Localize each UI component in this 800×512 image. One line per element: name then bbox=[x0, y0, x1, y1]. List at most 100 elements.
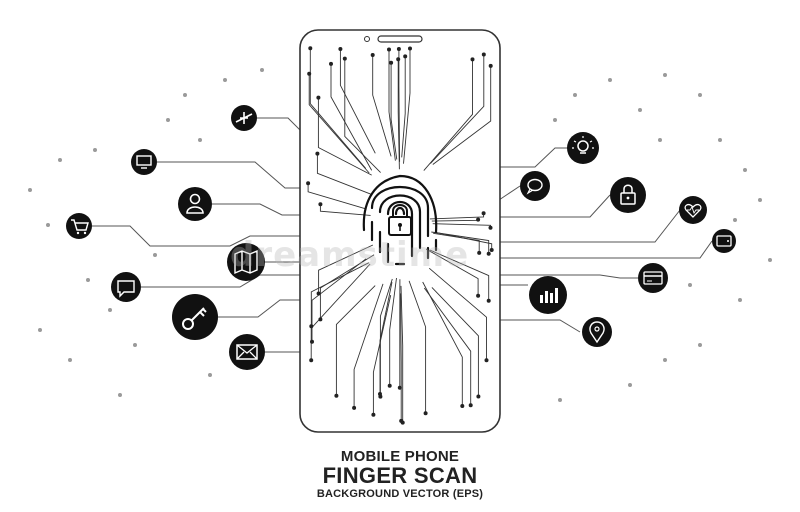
circuit-trace bbox=[344, 58, 381, 173]
circuit-node bbox=[316, 95, 321, 100]
circuit-node bbox=[318, 317, 323, 322]
circuit-node bbox=[309, 324, 314, 329]
circuit-node bbox=[307, 71, 312, 76]
circuit-node bbox=[488, 63, 493, 68]
circuit-node bbox=[400, 420, 405, 425]
circuit-node bbox=[476, 394, 481, 399]
circuit-trace bbox=[388, 49, 396, 161]
circuit-trace bbox=[423, 59, 473, 171]
chat-icon bbox=[111, 272, 141, 302]
circuit-trace bbox=[429, 249, 490, 301]
circuit-node bbox=[329, 61, 333, 66]
circuit-node bbox=[309, 358, 314, 363]
watermark: dreamstime bbox=[230, 235, 470, 275]
circuit-trace bbox=[400, 293, 402, 421]
circuit-trace bbox=[317, 97, 372, 176]
circuit-nodes bbox=[306, 46, 494, 425]
circuit-node bbox=[387, 383, 392, 388]
key-icon bbox=[172, 294, 218, 340]
credit-card-icon bbox=[638, 263, 668, 293]
circuit-node bbox=[371, 412, 376, 417]
circuit-trace bbox=[372, 55, 392, 157]
fingerprint-icon bbox=[362, 174, 438, 266]
circuit-trace bbox=[379, 282, 393, 394]
circuit-trace bbox=[403, 48, 411, 164]
wallet-icon bbox=[712, 229, 736, 253]
circuit-trace bbox=[307, 183, 366, 210]
circuit-trace bbox=[398, 49, 401, 162]
circuit-trace bbox=[335, 285, 376, 396]
circuit-trace bbox=[425, 248, 479, 296]
location-pin-icon bbox=[582, 317, 612, 347]
circuit-node bbox=[403, 54, 408, 59]
circuit-trace bbox=[318, 244, 374, 294]
circuit-node bbox=[484, 358, 489, 363]
circuit-trace bbox=[353, 283, 384, 408]
user-icon bbox=[178, 187, 212, 221]
circuit-node bbox=[370, 53, 375, 57]
circuit-trace bbox=[310, 262, 370, 327]
monitor-icon bbox=[131, 149, 157, 175]
circuit-node bbox=[306, 181, 311, 186]
circuit-trace bbox=[372, 295, 392, 415]
circuit-node bbox=[338, 47, 343, 51]
circuit-node bbox=[486, 298, 491, 303]
circuit-trace bbox=[431, 231, 490, 254]
circuit-trace bbox=[309, 48, 367, 169]
circuit-trace bbox=[319, 204, 371, 216]
circuit-node bbox=[310, 339, 314, 344]
airplane-icon bbox=[231, 105, 257, 131]
circuit-trace bbox=[423, 287, 472, 406]
circuit-trace bbox=[330, 63, 373, 171]
circuit-trace bbox=[428, 267, 487, 361]
circuit-trace bbox=[308, 73, 370, 174]
circuit-node bbox=[470, 57, 475, 62]
circuit-node bbox=[342, 56, 347, 61]
title-line-3: BACKGROUND VECTOR (EPS) bbox=[316, 488, 484, 500]
circuit-trace bbox=[397, 59, 400, 170]
circuit-trace bbox=[401, 56, 406, 158]
heart-icon bbox=[679, 196, 707, 224]
circuit-trace bbox=[430, 54, 485, 164]
circuit-node bbox=[334, 393, 339, 398]
circuit-node bbox=[460, 404, 465, 408]
circuit-node bbox=[389, 60, 394, 65]
padlock-icon bbox=[610, 177, 646, 213]
circuit-node bbox=[352, 405, 357, 410]
circuit-node bbox=[488, 225, 493, 230]
circuit-trace bbox=[319, 254, 375, 320]
circuit-node bbox=[318, 202, 323, 207]
circuit-node bbox=[476, 293, 481, 298]
map-icon bbox=[227, 243, 265, 281]
circuit-node bbox=[387, 47, 391, 52]
circuit-trace bbox=[433, 232, 480, 253]
circuit-trace bbox=[390, 62, 398, 160]
lightbulb-icon bbox=[567, 132, 599, 164]
circuit-node bbox=[477, 250, 482, 255]
circuit-node bbox=[468, 403, 473, 408]
circuit-trace bbox=[339, 49, 376, 154]
circuit-node bbox=[423, 411, 428, 416]
circuit-node bbox=[486, 251, 491, 256]
circuit-trace bbox=[400, 285, 404, 423]
lock-icon bbox=[388, 204, 412, 236]
background-dots bbox=[28, 68, 772, 402]
title-line-1: MOBILE PHONE bbox=[340, 448, 460, 465]
circuit-node bbox=[489, 248, 494, 252]
bar-chart-icon bbox=[529, 276, 567, 314]
circuit-node bbox=[476, 217, 481, 222]
circuit-node bbox=[308, 46, 313, 51]
circuit-trace bbox=[432, 65, 492, 165]
circuit-traces bbox=[307, 48, 493, 423]
circuit-node bbox=[408, 46, 412, 51]
circuit-trace bbox=[316, 153, 373, 196]
mail-icon bbox=[229, 334, 265, 370]
circuit-node bbox=[396, 57, 401, 62]
title-line-2: FINGER SCAN bbox=[322, 463, 478, 488]
circuit-node bbox=[481, 52, 486, 57]
circuit-trace bbox=[310, 263, 371, 361]
circuit-trace bbox=[422, 281, 463, 406]
circuit-node bbox=[481, 211, 486, 216]
circuit-trace bbox=[408, 280, 427, 414]
connector-lines bbox=[92, 117, 713, 353]
